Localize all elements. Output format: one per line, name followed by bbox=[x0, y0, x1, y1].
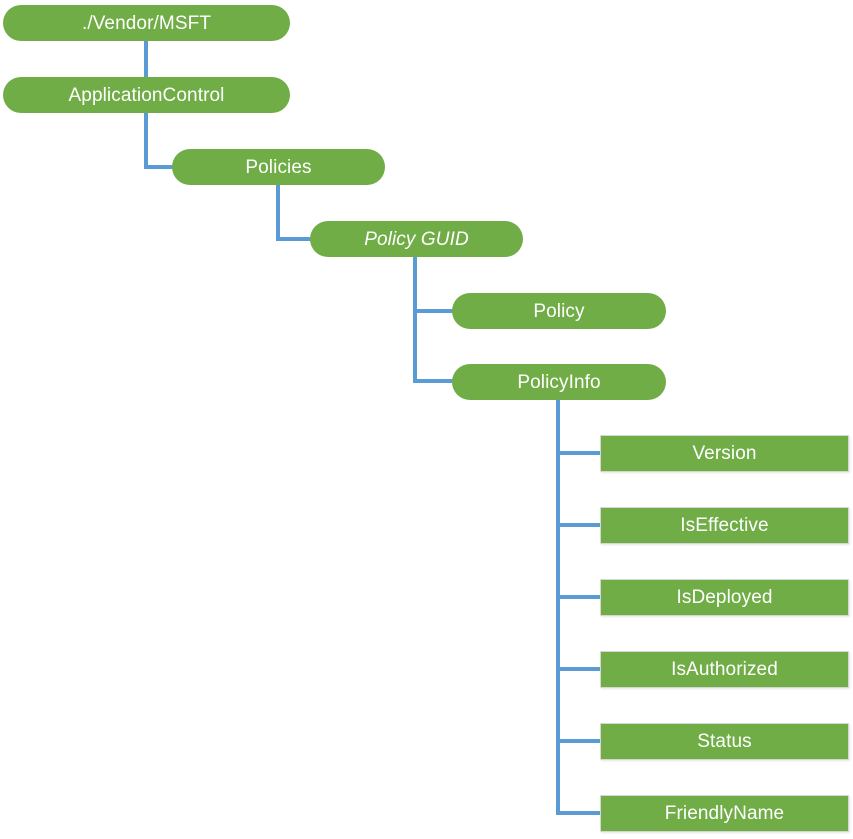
connector-policyinfo-to-friendlyname bbox=[556, 811, 604, 815]
node-policy-info[interactable]: PolicyInfo bbox=[452, 364, 666, 400]
connector-policyinfo-to-status bbox=[556, 739, 604, 743]
node-is-authorized[interactable]: IsAuthorized bbox=[600, 651, 849, 688]
connector-policies-to-guid bbox=[276, 237, 314, 241]
connector-guid-to-policy bbox=[413, 309, 456, 313]
connector-vendor-to-appcontrol bbox=[144, 41, 148, 78]
connector-policyinfo-to-isdeployed bbox=[556, 595, 604, 599]
connector-policyinfo-to-iseffective bbox=[556, 523, 604, 527]
connector-policies-trunk bbox=[276, 185, 280, 240]
node-policies[interactable]: Policies bbox=[172, 149, 385, 185]
node-policy-guid[interactable]: Policy GUID bbox=[310, 221, 523, 257]
connector-guid-to-policyinfo bbox=[413, 379, 456, 383]
connector-policyinfo-to-version bbox=[556, 451, 604, 455]
connector-appcontrol-to-policies bbox=[144, 165, 176, 169]
node-policy[interactable]: Policy bbox=[452, 293, 666, 329]
connector-appcontrol-trunk bbox=[144, 113, 148, 168]
node-vendor-msft[interactable]: ./Vendor/MSFT bbox=[3, 5, 290, 41]
connector-policyinfo-to-isauthorized bbox=[556, 667, 604, 671]
node-is-effective[interactable]: IsEffective bbox=[600, 507, 849, 544]
node-application-control[interactable]: ApplicationControl bbox=[3, 77, 290, 113]
node-version[interactable]: Version bbox=[600, 435, 849, 472]
node-is-deployed[interactable]: IsDeployed bbox=[600, 579, 849, 616]
node-status[interactable]: Status bbox=[600, 723, 849, 760]
connector-guid-trunk bbox=[413, 257, 417, 383]
connector-policyinfo-trunk bbox=[556, 400, 560, 814]
node-friendly-name[interactable]: FriendlyName bbox=[600, 795, 849, 832]
